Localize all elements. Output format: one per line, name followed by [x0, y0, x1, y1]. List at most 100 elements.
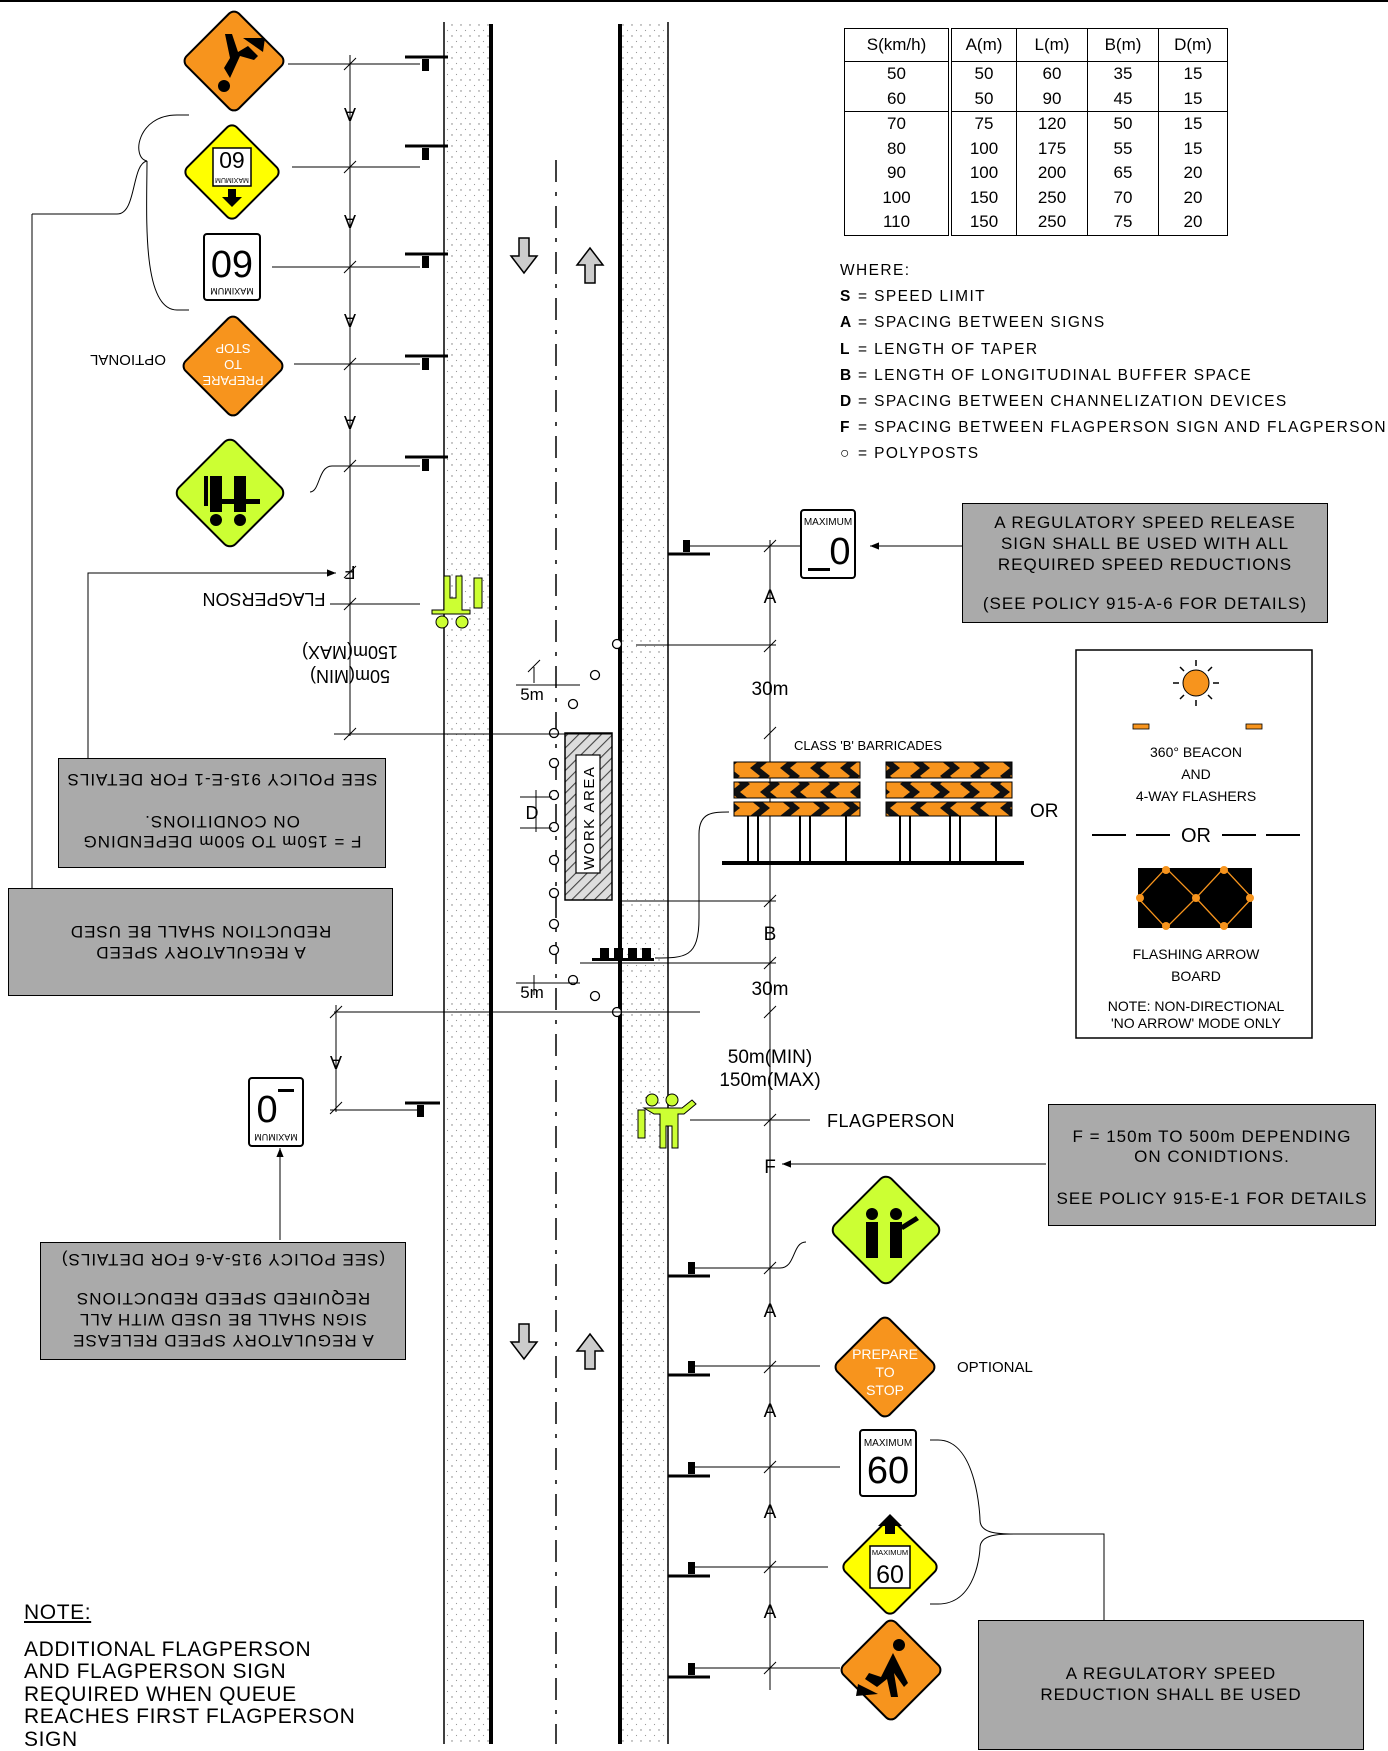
drawing-label: MAXIMUM	[210, 286, 254, 296]
beacon-icon	[1132, 660, 1263, 730]
table-cell: 60	[1016, 61, 1088, 87]
legend-item: L = LENGTH OF TAPER	[840, 337, 1387, 363]
max-0-release-sign-right: MAXIMUM 0	[800, 509, 856, 579]
max-60-sign-left: MAXIMUM 60	[203, 233, 261, 301]
drawing-label: 5m	[520, 685, 544, 704]
drawing-label: FLAGPERSON	[202, 589, 325, 609]
drawing-label: D	[526, 803, 539, 823]
drawing-label: 60	[867, 1450, 909, 1492]
drawing-label: B	[764, 924, 777, 945]
drawing-label: 150m(MAX)	[302, 642, 398, 662]
drawing-label: MAXIMUM	[215, 176, 249, 183]
left-sign-group-brace	[32, 114, 189, 311]
flagperson-sign-left-icon	[175, 438, 285, 548]
table-cell: 150	[948, 185, 1017, 210]
table-header: S(km/h)	[844, 28, 951, 62]
table-cell: 100	[948, 161, 1017, 186]
drawing-label: A	[344, 104, 356, 124]
legend-text: = LENGTH OF TAPER	[858, 340, 1039, 358]
drawing-label: MAXIMUM	[804, 517, 852, 528]
max-0-release-sign-left: MAXIMUM 0	[248, 1077, 304, 1147]
legend-symbol: L	[840, 340, 851, 358]
left-shoulder	[444, 22, 490, 1744]
flagperson-left-icon	[431, 575, 483, 629]
table-cell: 20	[1158, 210, 1228, 236]
drawing-label: 50m(MIN)	[310, 666, 390, 686]
drawing-label: 360° BEACON	[1150, 744, 1242, 760]
drawing-label: TO	[875, 1364, 894, 1380]
table-cell: 100	[844, 185, 951, 210]
work-area-label: WORK AREA	[581, 766, 598, 870]
table-cell: 50	[1087, 111, 1159, 137]
table-cell: 50	[948, 86, 1017, 112]
table-header-row: S(km/h) A(m) L(m) B(m) D(m)	[844, 28, 1228, 62]
legend-symbol: D	[840, 393, 853, 411]
table-cell: 50	[844, 61, 951, 87]
legend-item: B= LENGTH OF LONGITUDINAL BUFFER SPACE	[840, 363, 1387, 389]
drawing-label: A	[764, 1301, 777, 1322]
prepare-to-stop-sign-left: PREPARE TO STOP	[182, 315, 284, 417]
table-cell: 20	[1158, 161, 1228, 186]
legend-item: A= SPACING BETWEEN SIGNS	[840, 310, 1387, 336]
polyposts	[548, 638, 623, 1018]
legend-heading: WHERE:	[840, 262, 911, 279]
table-cell: 45	[1087, 86, 1159, 112]
legend-item: S= SPEED LIMIT	[840, 284, 1387, 310]
road-barricade-marks	[592, 948, 654, 961]
southbound-arrow-icon	[509, 237, 539, 1361]
drawing-label: MAXIMUM	[864, 1438, 912, 1449]
legend-symbol: A	[840, 314, 853, 332]
class-b-barricade-1	[733, 761, 861, 862]
legend-item: F= SPACING BETWEEN FLAGPERSON SIGN AND F…	[840, 415, 1387, 441]
table-cell: 15	[1158, 111, 1228, 137]
drawing-label: FLASHING ARROW	[1133, 946, 1261, 962]
drawing-label: 50m(MIN)	[728, 1047, 812, 1068]
right-sign-posts	[668, 552, 710, 1679]
table-cell: 15	[1158, 136, 1228, 161]
table-cell: 70	[1087, 185, 1159, 210]
note-heading: NOTE:	[24, 1601, 92, 1624]
flagperson-sign-right-icon	[831, 1175, 941, 1285]
drawing-label: A	[344, 211, 356, 231]
barricades-title: CLASS 'B' BARRICADES	[794, 738, 942, 753]
drawing-label: STOP	[866, 1382, 904, 1398]
flashing-arrow-board-icon	[1136, 866, 1254, 930]
device-or: OR	[1181, 825, 1211, 847]
roadwork-sign-right-icon	[840, 1619, 942, 1721]
queue-note: NOTE: ADDITIONAL FLAGPERSON AND FLAGPERS…	[24, 1601, 356, 1751]
legend-text: = SPEED LIMIT	[858, 288, 987, 306]
table-header: A(m)	[948, 28, 1017, 62]
drawing-label: PREPARE	[202, 373, 263, 388]
table-cell: 175	[1016, 136, 1088, 161]
table-cell: 120	[1016, 111, 1088, 137]
table-cell: 250	[1016, 210, 1088, 236]
table-cell: 70	[844, 111, 951, 137]
warning-device-box	[1075, 649, 1313, 1039]
drawing-label: 'NO ARROW' MODE ONLY	[1111, 1015, 1282, 1031]
legend-item: ○= POLYPOSTS	[840, 441, 1387, 467]
drawing-label: A	[344, 310, 356, 330]
drawing-label: 60	[876, 1561, 904, 1589]
table-cell: 50	[948, 61, 1017, 87]
table-cell: 75	[1087, 210, 1159, 236]
left-dimension-line	[329, 55, 700, 1115]
table-cell: 15	[1158, 86, 1228, 112]
drawing-label: 30m	[752, 679, 789, 700]
drawing-label: 4-WAY FLASHERS	[1136, 788, 1256, 804]
legend-symbol: ○	[840, 445, 851, 463]
table-cell: 65	[1087, 161, 1159, 186]
roadwork-sign-left-icon	[183, 10, 285, 112]
table-cell: 100	[948, 136, 1017, 161]
table-cell: 55	[1087, 136, 1159, 161]
drawing-label: F	[764, 1157, 776, 1178]
